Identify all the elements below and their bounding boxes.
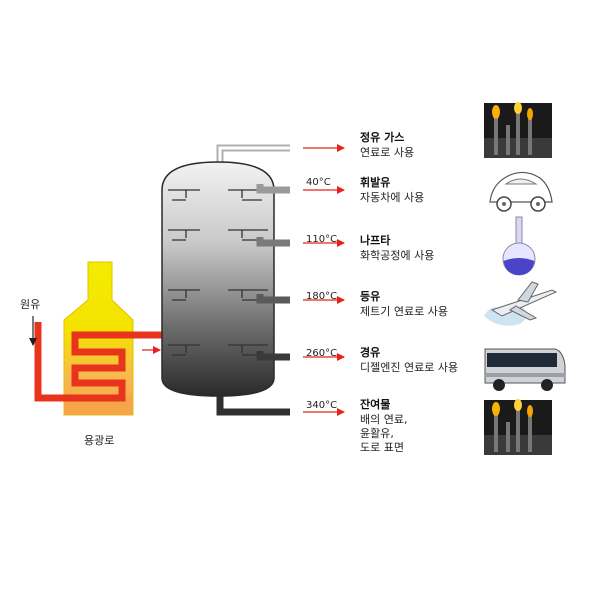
temperature-label: 40°C <box>306 177 331 188</box>
product-name: 정유 가스 <box>360 131 404 145</box>
temperature-label: 110°C <box>306 234 337 245</box>
refinery-flare-icon <box>484 399 552 455</box>
product-use: 디젤엔진 연료로 사용 <box>360 361 458 375</box>
flask-icon <box>503 217 535 275</box>
product-use: 자동차에 사용 <box>360 191 424 205</box>
feed-label: 원유 <box>20 296 40 312</box>
product-use: 연료로 사용 <box>360 146 414 160</box>
bus-icon <box>485 349 565 391</box>
product-use: 윤활유, <box>360 427 394 441</box>
refinery-flare-icon <box>484 102 552 158</box>
product-name: 나프타 <box>360 234 390 248</box>
distillation-tower <box>162 148 290 412</box>
product-use: 배의 연료, <box>360 413 407 427</box>
furnace <box>38 262 168 415</box>
product-name: 등유 <box>360 290 380 304</box>
tower-body <box>162 162 274 396</box>
product-use: 제트기 연료로 사용 <box>360 305 448 319</box>
car-icon <box>490 172 552 211</box>
temperature-label: 340°C <box>306 400 337 411</box>
temperature-label: 180°C <box>306 291 337 302</box>
temperature-label: 260°C <box>306 348 337 359</box>
product-name: 경유 <box>360 346 380 360</box>
product-name: 휘발유 <box>360 176 390 190</box>
product-use: 도로 표면 <box>360 441 404 455</box>
product-use: 화학공정에 사용 <box>360 249 434 263</box>
airplane-icon <box>484 282 556 326</box>
product-name: 잔여물 <box>360 398 390 412</box>
furnace-label: 용광로 <box>84 432 114 448</box>
